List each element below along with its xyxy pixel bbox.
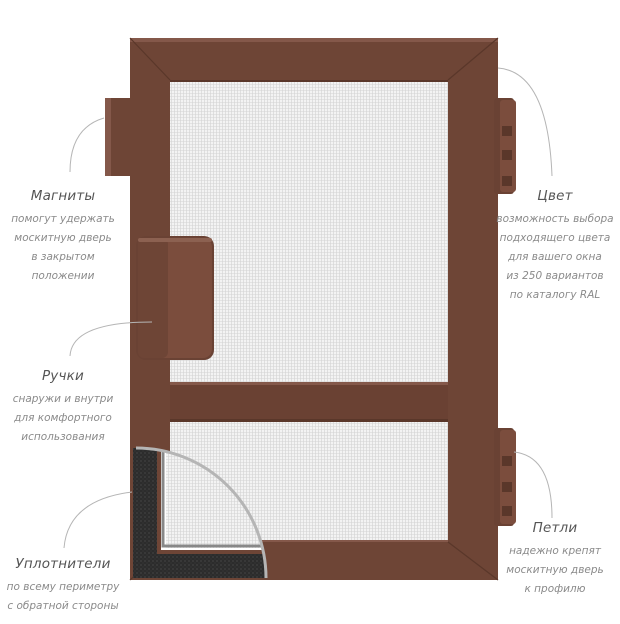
callout-magnets: Магниты помогут удержать москитную дверь… xyxy=(0,188,126,286)
callout-magnets-line: в закрытом xyxy=(31,251,95,263)
callout-color-title: Цвет xyxy=(537,188,573,204)
leader-handles xyxy=(69,321,153,357)
callout-seals: Уплотнители по всему периметру с обратно… xyxy=(0,556,126,616)
callout-seals-title: Уплотнители xyxy=(15,556,111,572)
leader-magnets xyxy=(69,117,105,173)
callout-handles: Ручки снаружи и внутри для комфортного и… xyxy=(0,368,126,447)
hinge-top xyxy=(494,98,516,194)
callout-color-line: из 250 вариантов xyxy=(506,270,604,282)
callout-handles-desc: снаружи и внутри для комфортного использ… xyxy=(0,390,126,447)
callout-color-line: для вашего окна xyxy=(508,251,602,263)
callout-handles-line: использования xyxy=(21,431,105,443)
callout-color-line: подходящего цвета xyxy=(499,232,611,244)
leader-hinges xyxy=(513,451,553,519)
callout-color-desc: возможность выбора подходящего цвета для… xyxy=(492,210,618,305)
hinge-bottom xyxy=(494,428,516,526)
callout-seals-desc: по всему периметру с обратной стороны xyxy=(0,578,126,616)
callout-hinges-line: к профилю xyxy=(524,583,586,595)
leader-lines xyxy=(63,67,553,549)
callout-hinges-title: Петли xyxy=(532,520,578,536)
callout-hinges-line: надежно крепят xyxy=(509,545,601,557)
leader-color xyxy=(497,67,553,177)
callout-hinges-desc: надежно крепят москитную дверь к профилю xyxy=(492,542,618,599)
callout-magnets-desc: помогут удержать москитную дверь в закры… xyxy=(0,210,126,286)
callout-color: Цвет возможность выбора подходящего цвет… xyxy=(492,188,618,305)
callout-hinges-line: москитную дверь xyxy=(506,564,604,576)
callout-magnets-line: помогут удержать xyxy=(11,213,115,225)
callout-handles-line: снаружи и внутри xyxy=(12,393,114,405)
callout-seals-line: по всему периметру xyxy=(6,581,120,593)
handle xyxy=(136,236,214,360)
upper-mesh-panel xyxy=(170,80,448,382)
callout-handles-title: Ручки xyxy=(41,368,85,384)
middle-crossbar xyxy=(170,382,448,422)
callout-handles-line: для комфортного xyxy=(14,412,112,424)
callout-seals-line: с обратной стороны xyxy=(7,600,119,612)
leader-seals xyxy=(63,491,133,549)
callout-magnets-title: Магниты xyxy=(30,188,96,204)
callout-magnets-line: москитную дверь xyxy=(14,232,112,244)
callout-color-line: возможность выбора xyxy=(496,213,614,225)
callout-magnets-line: положении xyxy=(31,270,95,282)
callout-hinges: Петли надежно крепят москитную дверь к п… xyxy=(492,520,618,599)
callout-color-line: по каталогу RAL xyxy=(509,289,601,301)
